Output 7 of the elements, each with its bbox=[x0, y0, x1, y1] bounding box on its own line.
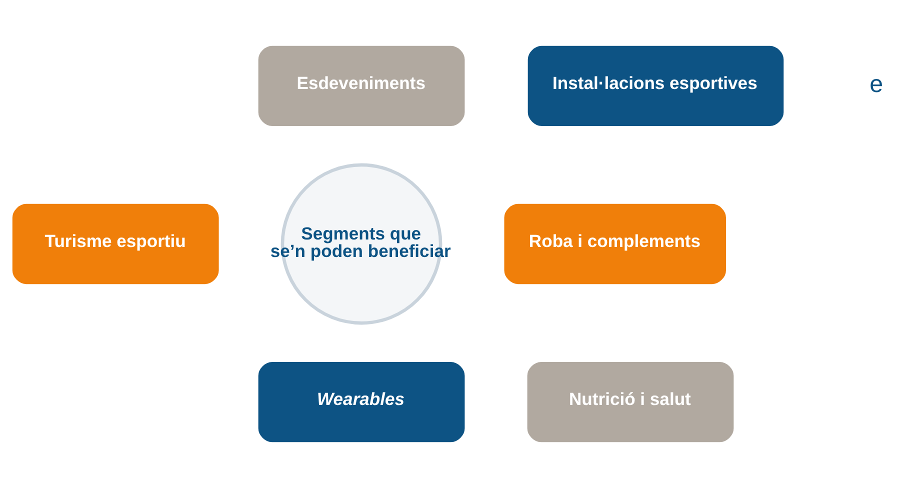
node-box: Wearables bbox=[258, 362, 465, 442]
node-box: Instal·lacions esportives bbox=[528, 46, 784, 126]
node-box: Roba i complements bbox=[504, 204, 726, 284]
label: e bbox=[870, 71, 884, 98]
node-box: Esdeveniments bbox=[258, 46, 465, 126]
node-box: Nutrició i salut bbox=[527, 362, 734, 442]
node-box: Turisme esportiu bbox=[12, 204, 219, 284]
